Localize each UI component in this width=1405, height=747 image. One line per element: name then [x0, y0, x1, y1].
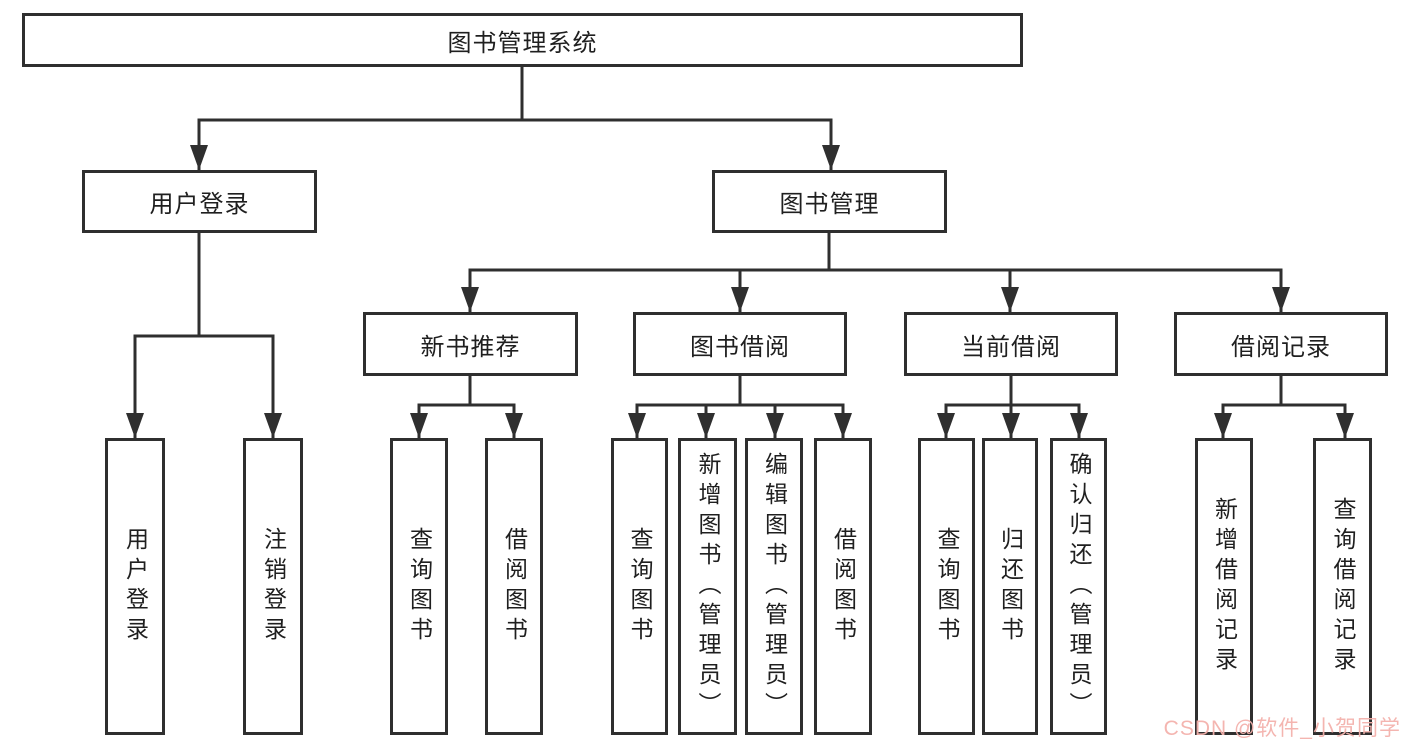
leaf-borrow-books: 借阅图书	[814, 438, 872, 735]
node-new-book-recommend-label: 新书推荐	[420, 333, 521, 361]
node-book-borrow: 图书借阅	[633, 312, 847, 376]
leaf-add-borrow-record: 新增借阅记录	[1195, 438, 1253, 735]
connector-current-children	[944, 376, 1081, 438]
leaf-query-books-borrow-label: 查询图书	[627, 526, 653, 647]
connector-mgmt-level2	[468, 233, 1283, 312]
node-user-login-label: 用户登录	[149, 191, 250, 218]
leaf-query-borrow-record: 查询借阅记录	[1313, 438, 1372, 735]
leaf-edit-books-admin: 编辑图书（管理员）	[745, 438, 803, 735]
leaf-logout-label: 注销登录	[260, 526, 287, 647]
connector-records-children	[1221, 376, 1347, 438]
leaf-add-books-admin-label: 新增图书（管理员）	[695, 451, 721, 722]
connector-user-subtree	[133, 233, 275, 438]
leaf-add-books-admin: 新增图书（管理员）	[678, 438, 737, 735]
node-root-label: 图书管理系统	[447, 29, 598, 57]
leaf-edit-books-admin-label: 编辑图书（管理员）	[761, 451, 788, 722]
connector-level1	[197, 118, 833, 170]
leaf-confirm-return-admin: 确认归还（管理员）	[1050, 438, 1107, 735]
node-root-system: 图书管理系统	[22, 13, 1023, 67]
leaf-logout: 注销登录	[243, 438, 303, 735]
node-current-borrow-label: 当前借阅	[961, 333, 1061, 361]
leaf-user-login: 用户登录	[105, 438, 165, 735]
leaf-query-borrow-record-label: 查询借阅记录	[1330, 496, 1356, 677]
node-book-management-label: 图书管理	[779, 191, 880, 218]
node-user-login: 用户登录	[82, 170, 317, 233]
leaf-return-books-label: 归还图书	[997, 526, 1024, 647]
node-borrow-records: 借阅记录	[1174, 312, 1388, 376]
leaf-query-books-current: 查询图书	[918, 438, 975, 735]
connector-recommend-children	[417, 376, 516, 438]
connector-borrow-children	[635, 376, 845, 438]
leaf-query-books-borrow: 查询图书	[611, 438, 668, 735]
leaf-query-books-recommend: 查询图书	[390, 438, 448, 735]
node-book-management: 图书管理	[712, 170, 947, 233]
node-new-book-recommend: 新书推荐	[363, 312, 578, 376]
leaf-borrow-books-recommend: 借阅图书	[485, 438, 543, 735]
node-current-borrow: 当前借阅	[904, 312, 1118, 376]
leaf-confirm-return-admin-label: 确认归还（管理员）	[1066, 451, 1092, 722]
leaf-borrow-books-recommend-label: 借阅图书	[501, 526, 528, 647]
leaf-borrow-books-label: 借阅图书	[830, 526, 857, 647]
csdn-watermark: CSDN @软件_小贺同学	[1163, 717, 1401, 740]
leaf-query-books-current-label: 查询图书	[934, 526, 960, 647]
leaf-return-books: 归还图书	[982, 438, 1038, 735]
leaf-query-books-recommend-label: 查询图书	[406, 526, 433, 647]
leaf-user-login-label: 用户登录	[122, 526, 149, 647]
node-book-borrow-label: 图书借阅	[690, 333, 790, 361]
leaf-add-borrow-record-label: 新增借阅记录	[1211, 496, 1238, 677]
node-borrow-records-label: 借阅记录	[1231, 333, 1331, 361]
